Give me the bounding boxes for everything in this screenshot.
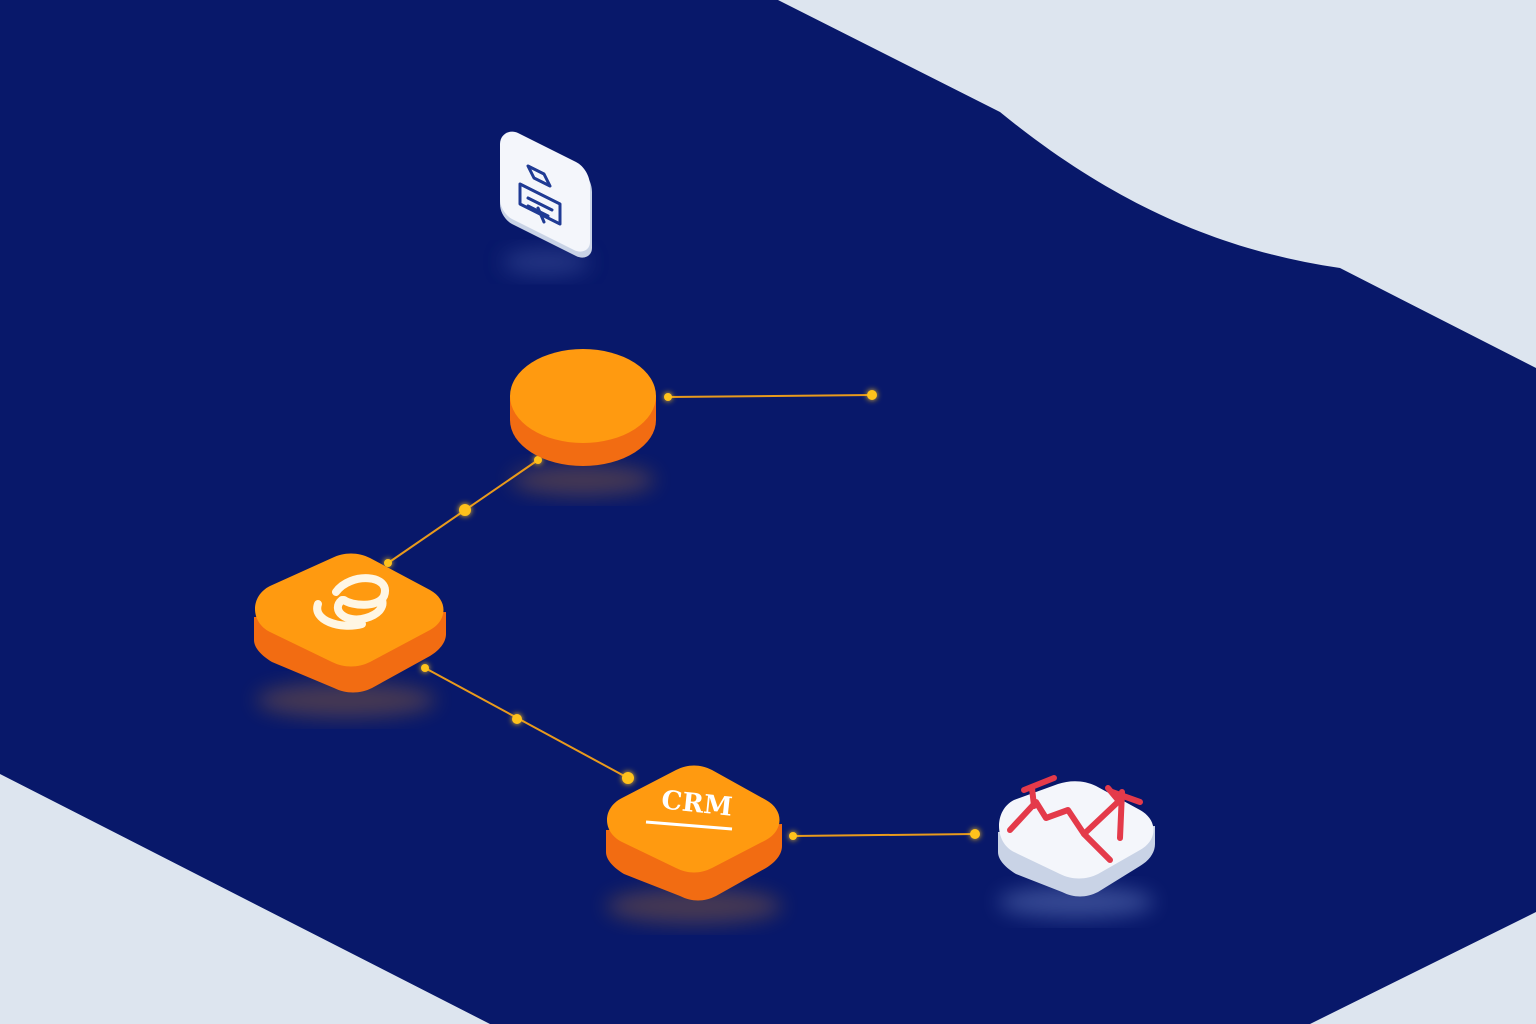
node-reflection — [256, 682, 436, 718]
connector-dot — [421, 664, 429, 672]
open-endpoint-dot — [867, 390, 877, 400]
tile-face — [255, 553, 444, 667]
connector-dot — [384, 559, 392, 567]
connector-dot — [789, 832, 797, 840]
crm-node[interactable]: CRM — [606, 765, 782, 925]
disc-face — [510, 349, 656, 443]
node-reflection — [502, 248, 590, 276]
connector-hub-endpoint — [667, 394, 873, 398]
node-reflection — [606, 888, 782, 924]
connector-dot — [459, 504, 471, 516]
hub-node[interactable] — [510, 349, 656, 496]
crm-underline — [645, 820, 733, 831]
line-chart-icon — [1007, 775, 1143, 863]
chart-node[interactable] — [998, 775, 1155, 918]
connector-dots — [384, 390, 980, 840]
tile-face — [500, 131, 590, 252]
tile-face — [607, 765, 780, 873]
email-node[interactable] — [254, 553, 446, 719]
connector-dot — [534, 456, 542, 464]
connector-crm-chart — [792, 833, 976, 837]
connector-dot — [512, 714, 522, 724]
connector-dot — [664, 393, 672, 401]
connector-dot — [622, 772, 634, 784]
printer-icon — [518, 164, 562, 226]
connector-email-crm — [424, 667, 629, 779]
node-reflection — [998, 886, 1154, 918]
node-reflection — [511, 464, 655, 496]
email-swirl-icon — [313, 574, 389, 630]
connector-dot — [970, 829, 980, 839]
printer-node[interactable] — [500, 131, 592, 276]
crm-label: CRM — [660, 785, 734, 822]
